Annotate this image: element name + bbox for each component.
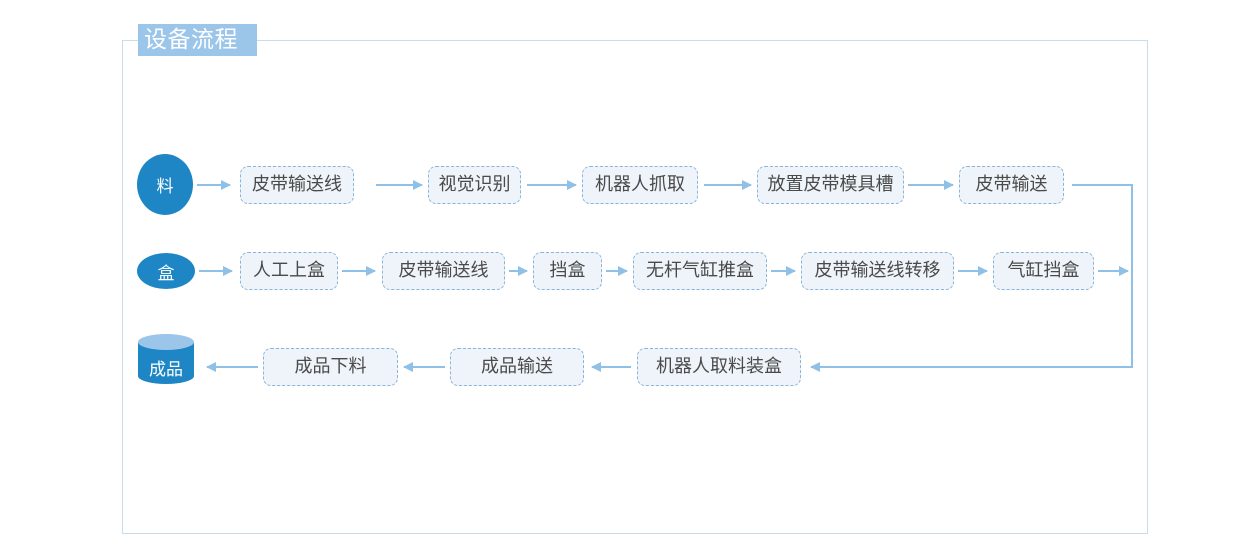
step-vision-recognition: 视觉识别 xyxy=(428,166,521,204)
step-robot-take-and-box: 机器人取料装盒 xyxy=(637,348,801,386)
section-title: 设备流程 xyxy=(138,24,257,56)
step-finished-unloading: 成品下料 xyxy=(263,348,398,386)
step-box-stop: 挡盒 xyxy=(533,252,602,290)
step-belt-conveying: 皮带输送 xyxy=(959,166,1064,204)
box-start-node: 盒 xyxy=(137,253,195,289)
step-robot-grab: 机器人抓取 xyxy=(582,166,698,204)
step-belt-conveyor-line: 皮带输送线 xyxy=(240,166,354,204)
step-manual-box-loading: 人工上盒 xyxy=(240,252,338,290)
step-belt-conveyor-transfer: 皮带输送线转移 xyxy=(801,252,954,290)
step-cylinder-box-stop: 气缸挡盒 xyxy=(993,252,1094,290)
connector-r1-r3 xyxy=(810,184,1133,372)
material-start-node: 料 xyxy=(137,154,193,215)
finished-product-end-label: 成品 xyxy=(149,360,183,380)
step-rodless-cylinder-push: 无杆气缸推盒 xyxy=(633,252,767,290)
diagram-frame xyxy=(122,40,1148,534)
step-finished-conveying: 成品输送 xyxy=(450,348,584,386)
finished-product-cylinder-icon xyxy=(138,334,194,384)
step-belt-conveyor-line-2: 皮带输送线 xyxy=(382,252,505,290)
step-place-belt-mold-slot: 放置皮带模具槽 xyxy=(757,166,904,204)
